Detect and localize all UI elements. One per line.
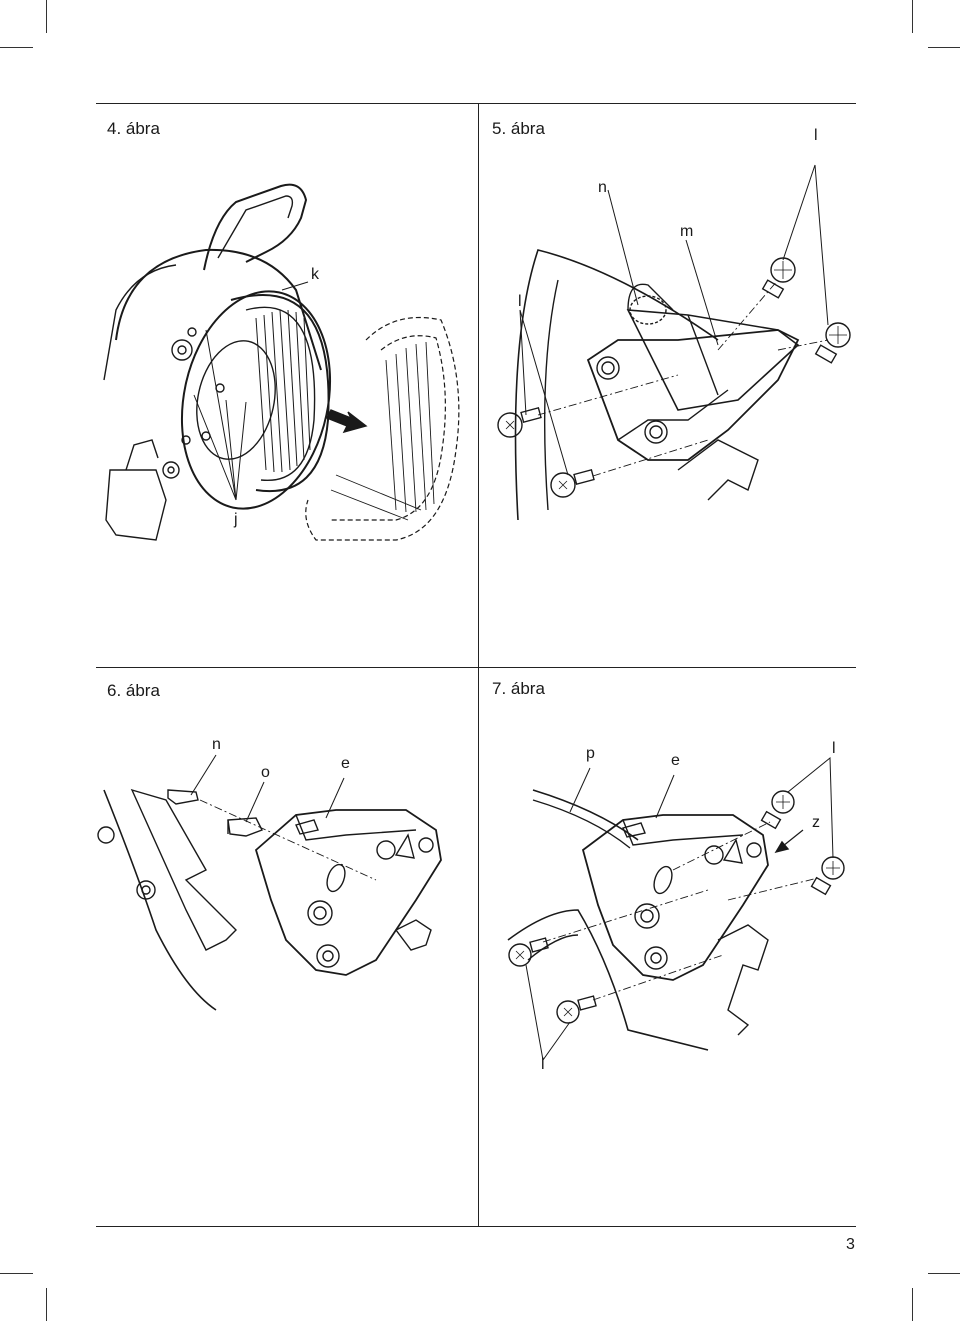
figure-5-drawing — [478, 140, 860, 540]
figure-6-label-e: e — [341, 755, 350, 772]
figure-7-label-l-top: l — [832, 740, 836, 757]
figure-6-title: 6. ábra — [107, 681, 160, 700]
figure-7-title: 7. ábra — [492, 679, 545, 698]
bottom-rule — [96, 1226, 856, 1227]
top-rule — [96, 103, 856, 104]
figure-7-label-l-bottom: l — [541, 1056, 545, 1073]
crop-mark — [928, 1273, 960, 1274]
crop-mark — [46, 0, 47, 33]
figure-5-label-m: m — [680, 223, 694, 240]
figure-5-label-l-top: l — [814, 127, 818, 144]
figure-7-drawing — [478, 730, 860, 1070]
figure-7-label-e: e — [671, 752, 680, 769]
crop-mark — [928, 47, 960, 48]
column-divider — [478, 103, 479, 1226]
figure-6-label-n: n — [212, 736, 221, 753]
figure-7-label-z: z — [812, 814, 820, 831]
figure-7-label-p: p — [586, 745, 595, 762]
crop-mark — [0, 47, 33, 48]
crop-mark — [0, 1273, 33, 1274]
crop-mark — [46, 1288, 47, 1321]
figure-4-label-j: j — [234, 511, 238, 528]
figure-6-drawing — [96, 730, 478, 1030]
middle-rule — [96, 667, 856, 668]
figure-5-label-l-left: l — [518, 293, 522, 310]
figure-6-label-o: o — [261, 764, 270, 781]
crop-mark — [912, 1288, 913, 1321]
figure-5-label-n: n — [598, 179, 607, 196]
figure-4-title: 4. ábra — [107, 119, 160, 138]
figure-4-label-k: k — [311, 266, 319, 283]
page-number: 3 — [846, 1236, 855, 1253]
figure-5-title: 5. ábra — [492, 119, 545, 138]
figure-4-drawing — [96, 140, 478, 570]
crop-mark — [912, 0, 913, 33]
